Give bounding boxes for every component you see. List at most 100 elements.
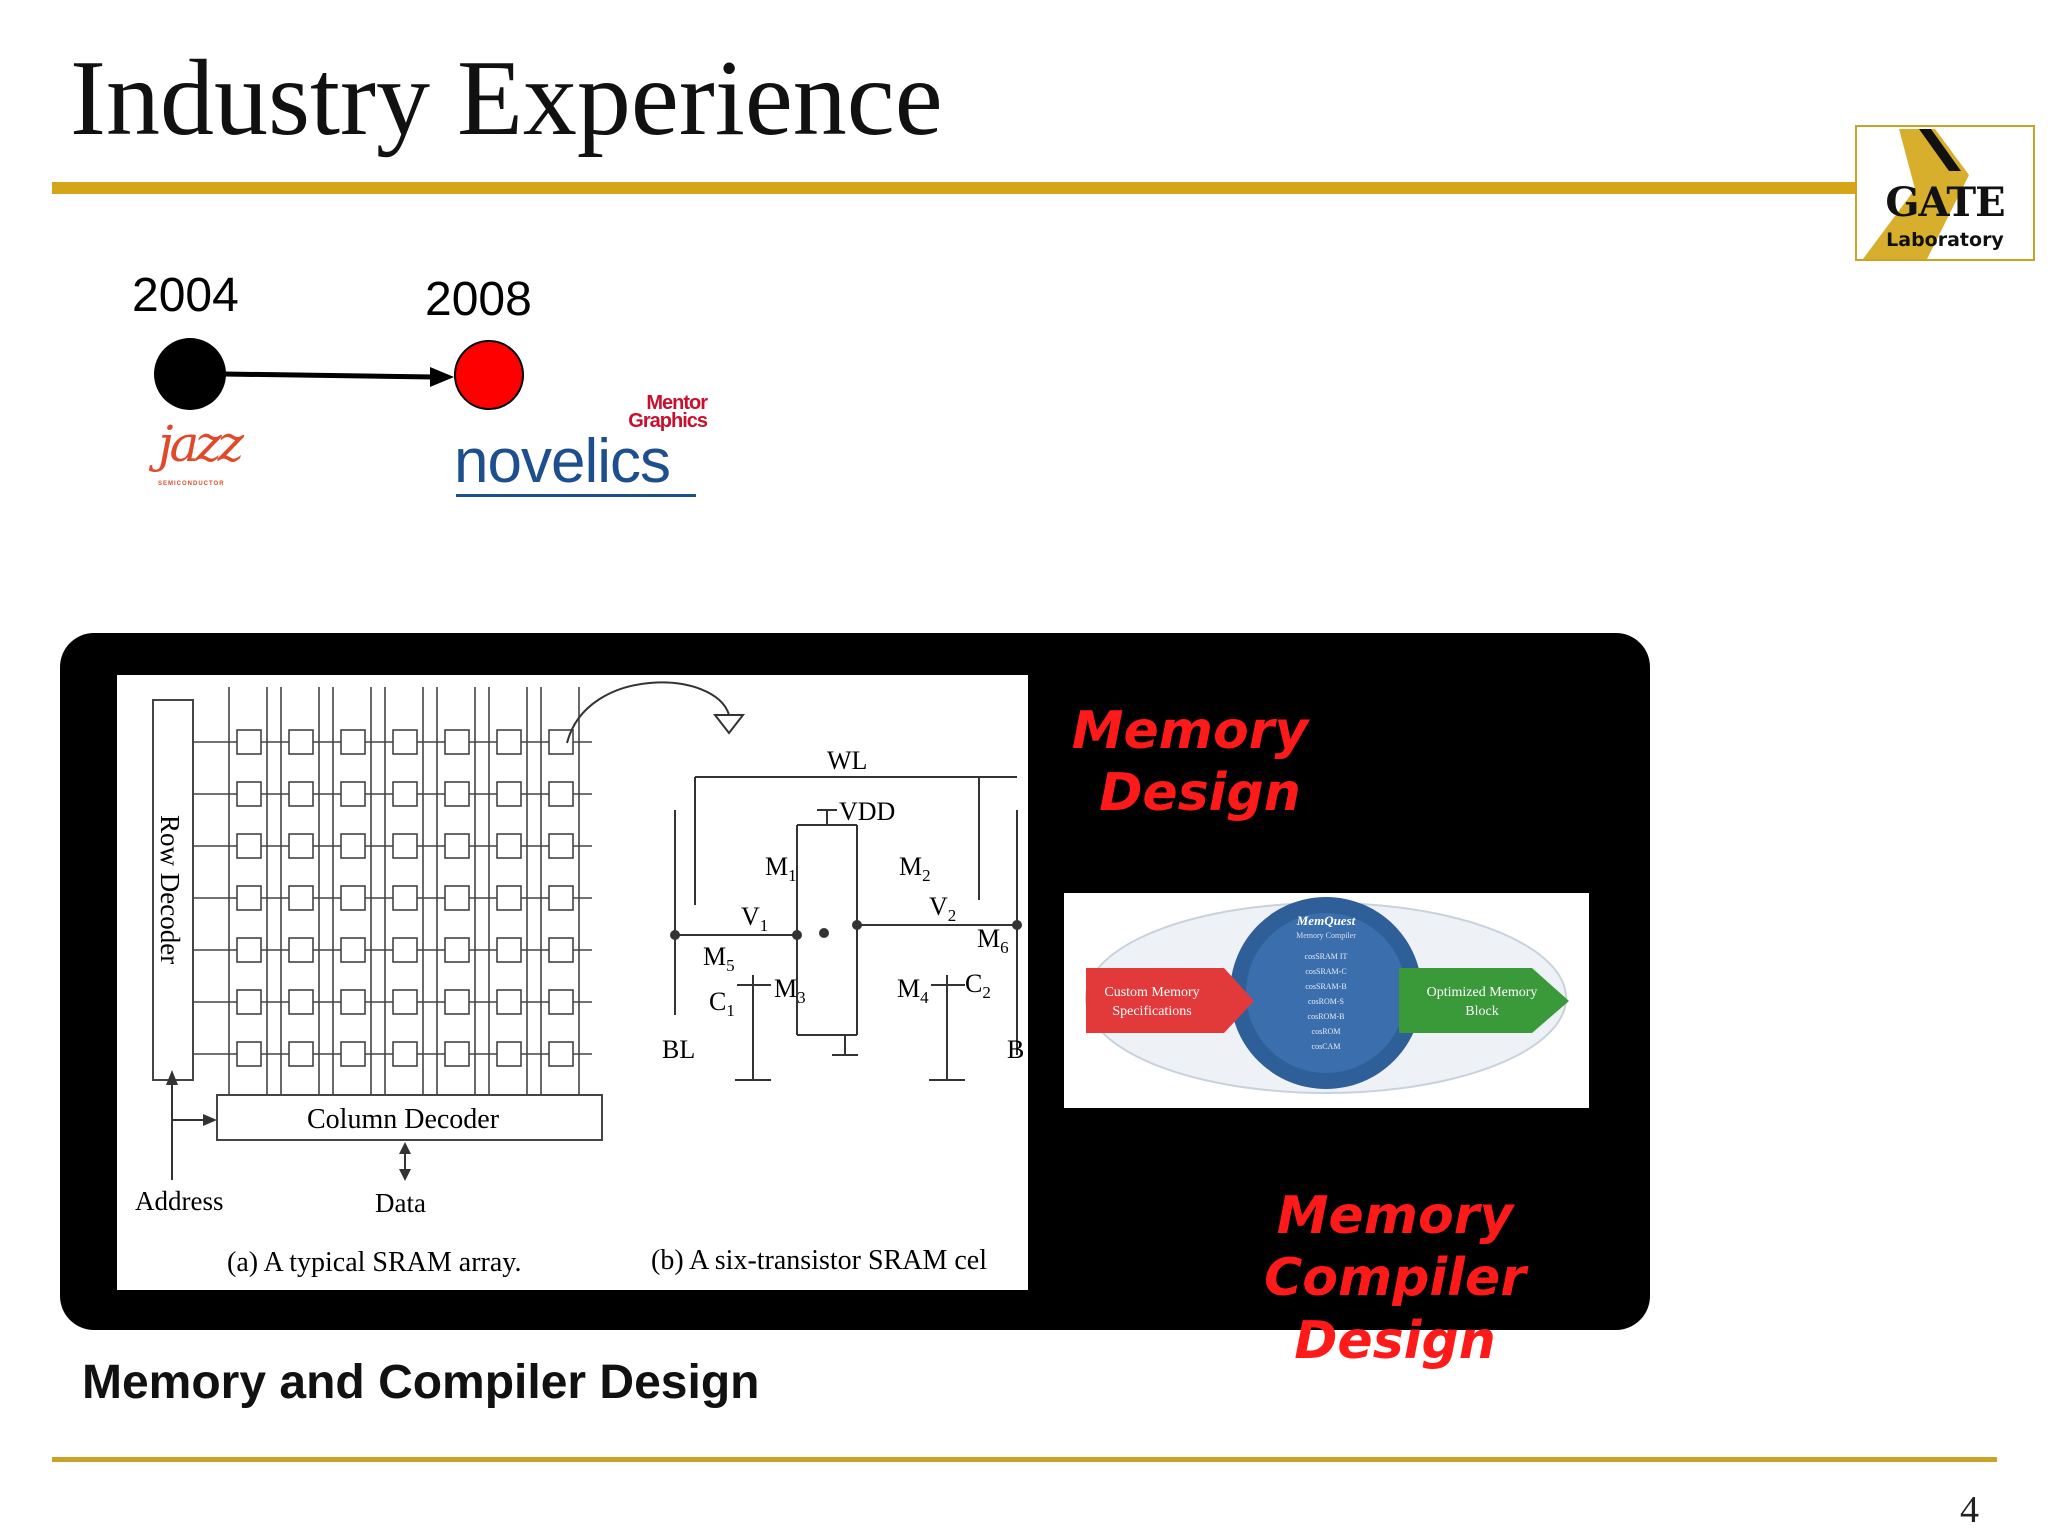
memory-design-line-1: Memory: [1071, 701, 1309, 761]
timeline-dot-2008: [454, 340, 524, 410]
memquest-list-4: cosROM-B: [1308, 1012, 1345, 1021]
title-underline: [52, 182, 1858, 194]
sram-cell: [288, 937, 314, 963]
sram-cell: [496, 1041, 522, 1067]
m6-label: M: [977, 924, 1000, 953]
bl-label: BL: [662, 1035, 695, 1064]
sram-cell: [288, 833, 314, 859]
right-arrow-line-2: Block: [1465, 1004, 1498, 1019]
svg-text:C2: C2: [965, 969, 991, 1002]
novelics-text: novelics: [454, 427, 671, 496]
sram-cell: [340, 1041, 366, 1067]
sram-cell: [236, 937, 262, 963]
sram-cell: [340, 729, 366, 755]
page-number: 4: [1960, 1489, 1979, 1531]
m3-sub: 3: [797, 988, 806, 1007]
slide-title: Industry Experience: [70, 39, 943, 158]
left-arrow-line-1: Custom Memory: [1104, 985, 1199, 1000]
sram-cell: [288, 781, 314, 807]
sram-cell: [496, 781, 522, 807]
sram-cell: [496, 885, 522, 911]
sram-cell: [392, 1041, 418, 1067]
sram-cell: [340, 833, 366, 859]
sram-cell: [444, 781, 470, 807]
sram-cell: [548, 833, 574, 859]
sram-cell: [444, 937, 470, 963]
memory-compiler-line-1: Memory Compiler: [1264, 1186, 1526, 1309]
novelics-mentor-logo: Mentor Graphics novelics: [452, 390, 708, 500]
caption-b: (b) A six-transistor SRAM cel: [651, 1245, 987, 1276]
m1-label: M: [765, 852, 788, 881]
logo-name: GATE: [1885, 179, 2005, 226]
sram-cell: [392, 781, 418, 807]
m6-sub: 6: [1000, 938, 1009, 957]
jazz-semiconductor-logo: jazz SEMICONDUCTOR: [150, 415, 244, 495]
sram-cell: [236, 989, 262, 1015]
memquest-list-5: cosROM: [1312, 1027, 1341, 1036]
sram-cell: [288, 885, 314, 911]
memquest-sub: Memory Compiler: [1296, 931, 1356, 940]
sram-cell: [496, 989, 522, 1015]
sram-cell: [496, 729, 522, 755]
left-arrow-line-2: Specifications: [1112, 1004, 1191, 1019]
sram-cell: [340, 885, 366, 911]
memory-design-label: Memory Design: [1070, 700, 1310, 825]
sram-cell: [444, 833, 470, 859]
sram-cell: [548, 989, 574, 1015]
c1-sub: 1: [726, 1001, 735, 1020]
m1-sub: 1: [788, 866, 797, 885]
sram-cell: [288, 1041, 314, 1067]
memquest-list-6: cosCAM: [1312, 1042, 1341, 1051]
m5-label: M: [703, 942, 726, 971]
sram-cell: [548, 885, 574, 911]
c2-sub: 2: [982, 983, 991, 1002]
caption-a: (a) A typical SRAM array.: [227, 1247, 521, 1278]
c2-label: C: [965, 969, 982, 998]
jazz-logo-text: jazz: [158, 415, 244, 473]
timeline-arrow: [223, 367, 454, 387]
sram-cell: [392, 729, 418, 755]
gate-chevron-icon: [1863, 129, 1969, 259]
address-label: Address: [135, 1186, 224, 1216]
sram-cell: [444, 989, 470, 1015]
memquest-list-0: cosSRAM IT: [1305, 952, 1348, 961]
data-label: Data: [375, 1188, 426, 1218]
mentor-graphics-text: Mentor Graphics: [628, 392, 708, 432]
sram-cell: [340, 781, 366, 807]
v1-sub: 1: [760, 916, 769, 935]
v2-sub: 2: [948, 906, 957, 925]
sram-cell: [236, 729, 262, 755]
m4-sub: 4: [920, 988, 929, 1007]
sram-cell: [496, 937, 522, 963]
sram-cell: [392, 833, 418, 859]
wl-label: WL: [827, 746, 867, 775]
memquest-title: MemQuest: [1296, 913, 1356, 928]
timeline-year-2008: 2008: [425, 273, 532, 326]
memory-compiler-design-label: Memory Compiler Design: [1170, 1185, 1620, 1372]
sram-cell: [548, 1041, 574, 1067]
gate-laboratory-logo: GATE Laboratory: [1855, 125, 2035, 261]
m5-sub: 5: [726, 956, 735, 975]
sram-cell: [340, 937, 366, 963]
sram-cell: [236, 781, 262, 807]
timeline-dot-2004: [154, 338, 226, 410]
m3-label: M: [774, 974, 797, 1003]
svg-text:V2: V2: [929, 892, 956, 925]
sram-cell: [288, 729, 314, 755]
sram-diagram-figure: Row Decoder Column Decoder Address Data …: [117, 675, 1028, 1290]
svg-text:M1: M1: [765, 852, 797, 885]
memquest-list-1: cosSRAM-C: [1305, 967, 1346, 976]
c1-label: C: [709, 987, 726, 1016]
novelics-underline: [456, 494, 696, 497]
m4-label: M: [897, 974, 920, 1003]
sram-cell: [236, 833, 262, 859]
sram-diagram: Row Decoder Column Decoder Address Data …: [135, 681, 1024, 1278]
m2-label: M: [899, 852, 922, 881]
sram-cell: [392, 885, 418, 911]
svg-text:M6: M6: [977, 924, 1009, 957]
svg-text:M2: M2: [899, 852, 931, 885]
row-decoder-label: Row Decoder: [155, 815, 185, 964]
logo-subtitle: Laboratory: [1886, 229, 2004, 251]
svg-text:M3: M3: [774, 974, 806, 1007]
m2-sub: 2: [922, 866, 931, 885]
